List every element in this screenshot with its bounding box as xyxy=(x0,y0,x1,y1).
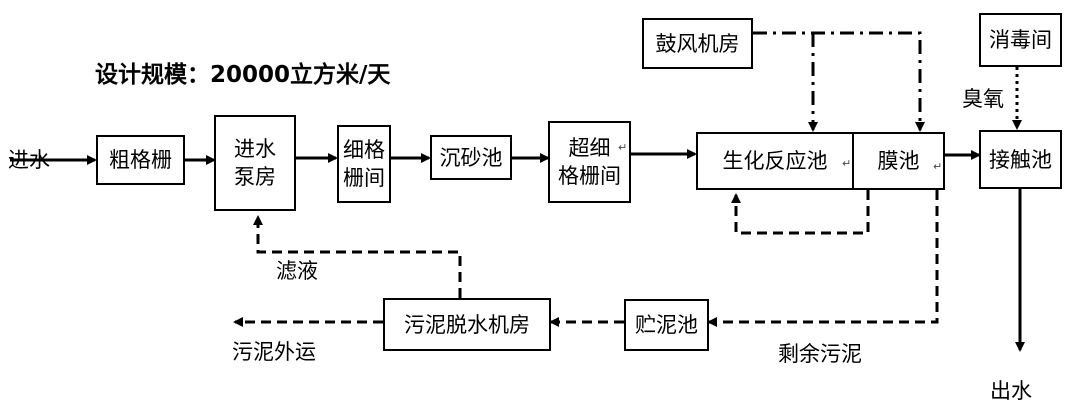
return-mark-2: ↵ xyxy=(842,157,852,170)
node-fine-screen: 细格 栅间 xyxy=(337,125,391,203)
air-line xyxy=(753,31,925,132)
node-sludge-storage: 贮泥池 xyxy=(624,299,709,351)
label-outflow: 出水 xyxy=(990,379,1032,403)
sludge-return-line xyxy=(731,190,870,235)
node-inlet-pump-house: 进水 泵房 xyxy=(214,115,296,211)
return-mark-3: ↵ xyxy=(933,160,943,173)
excess-sludge-line xyxy=(707,190,939,327)
filtrate-line xyxy=(253,215,462,298)
label-excess-sludge: 剩余污泥 xyxy=(778,342,862,366)
node-membrane-tank: 膜池 xyxy=(852,132,945,190)
node-coarse-screen: 粗格栅 xyxy=(96,135,185,185)
node-ultrafine-screen: 超细 格栅间 xyxy=(548,121,631,203)
label-sludge-transport: 污泥外运 xyxy=(232,340,316,364)
return-mark-1: ↵ xyxy=(618,141,628,154)
label-ozone: 臭氧 xyxy=(962,87,1004,111)
label-inflow: 进水 xyxy=(8,148,50,172)
label-filtrate: 滤液 xyxy=(276,259,318,283)
node-bioreactor: 生化反应池 xyxy=(696,132,854,190)
node-grit-chamber: 沉砂池 xyxy=(430,135,512,180)
node-sludge-dewatering: 污泥脱水机房 xyxy=(383,298,551,351)
design-scale-title: 设计规模：20000立方米/天 xyxy=(95,62,391,88)
node-blower-room: 鼓风机房 xyxy=(642,18,753,69)
node-contact-tank: 接触池 xyxy=(979,130,1062,189)
node-disinfection-room: 消毒间 xyxy=(979,13,1062,67)
